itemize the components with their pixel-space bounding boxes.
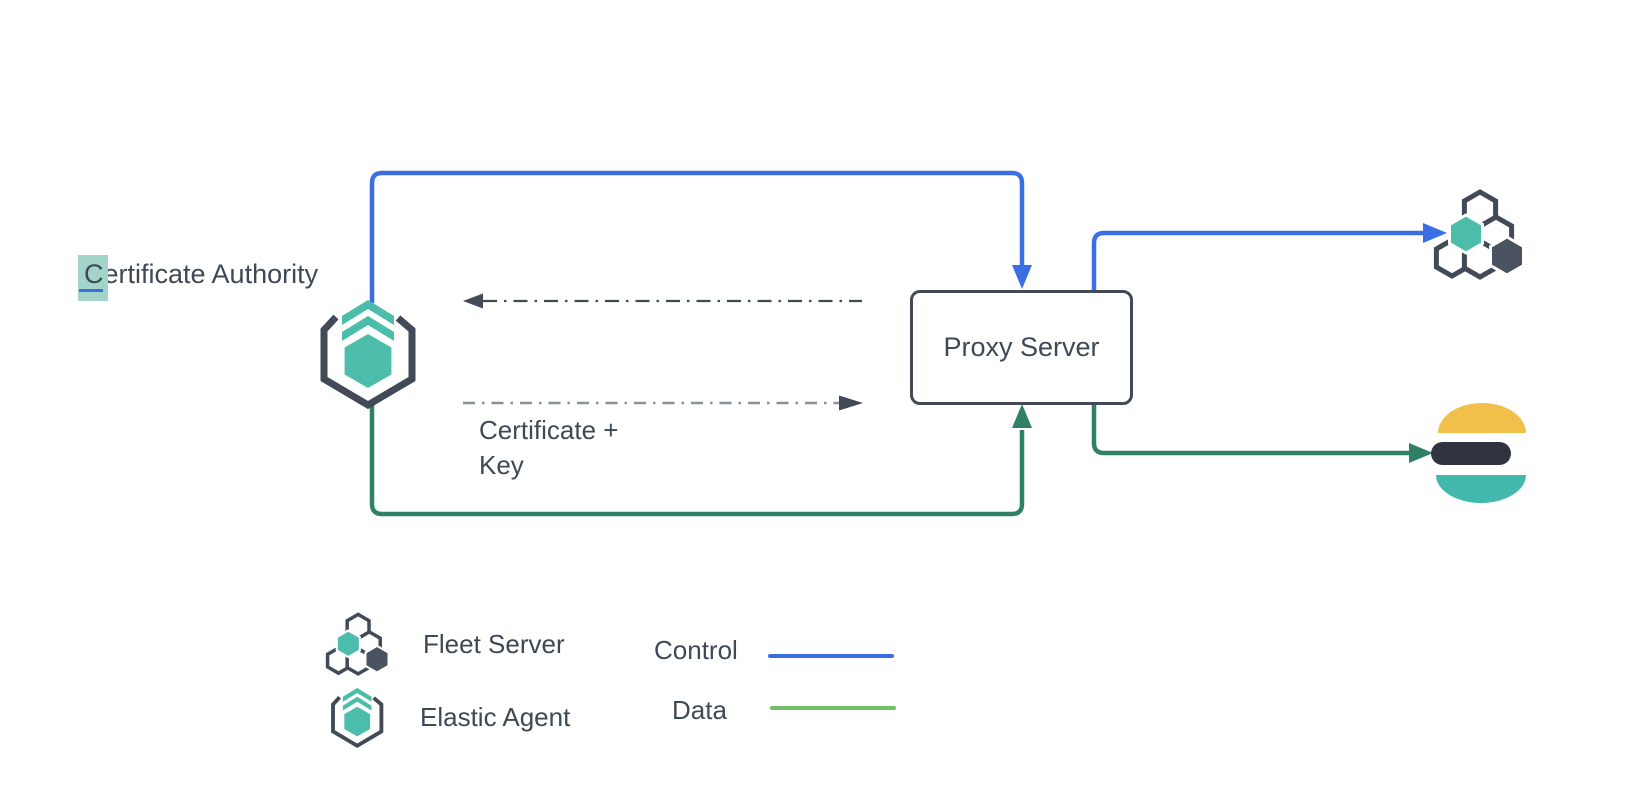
connector-data-proxy-to-elasticsearch[interactable] xyxy=(1091,405,1433,463)
certificate-authority-label[interactable]: Certificate Authority xyxy=(78,255,319,301)
elasticsearch-icon[interactable] xyxy=(1431,403,1526,503)
legend-data-line-swatch[interactable] xyxy=(770,706,896,710)
connector-dashdot-proxy-to-agent[interactable] xyxy=(463,293,862,309)
legend-fleet-server-label[interactable]: Fleet Server xyxy=(423,629,565,659)
legend-data-label[interactable]: Data xyxy=(672,695,727,725)
text-selection-highlight: C xyxy=(78,255,108,301)
elasticsearch-teal-arc xyxy=(1436,475,1526,503)
certificate-key-line1: Certificate + xyxy=(479,415,619,445)
certificate-key-line2: Key xyxy=(479,450,524,480)
certificate-key-label[interactable]: Certificate + Key xyxy=(479,413,618,483)
legend-elastic-agent-icon[interactable] xyxy=(331,686,384,748)
arrowhead-dashdot-left xyxy=(463,293,483,309)
elasticsearch-yellow-arc xyxy=(1438,403,1526,433)
arrowhead-dashdot-right xyxy=(839,395,863,411)
legend-control-label[interactable]: Control xyxy=(654,635,738,665)
arrowhead-data-right xyxy=(1409,443,1433,463)
elasticsearch-dark-bar xyxy=(1431,442,1511,465)
arrowhead-control-down xyxy=(1012,265,1032,289)
connector-data-agent-to-proxy[interactable] xyxy=(369,402,1032,517)
connector-dashdot-agent-to-proxy[interactable] xyxy=(463,395,863,411)
fleet-server-icon[interactable] xyxy=(1436,192,1523,277)
legend-elastic-agent-label[interactable]: Elastic Agent xyxy=(420,702,571,732)
certificate-authority-label-rest: ertificate Authority xyxy=(103,259,319,289)
legend-fleet-server-icon[interactable] xyxy=(325,612,391,676)
arrowhead-control-right xyxy=(1423,223,1447,243)
proxy-server-label: Proxy Server xyxy=(943,332,1100,362)
elastic-agent-icon[interactable] xyxy=(324,300,412,405)
connector-control-proxy-to-fleet[interactable] xyxy=(1091,223,1447,290)
arrowhead-data-up xyxy=(1012,404,1032,428)
proxy-server-box[interactable]: Proxy Server xyxy=(910,290,1133,405)
legend-control-line-swatch[interactable] xyxy=(768,654,894,658)
connector-control-agent-to-proxy[interactable] xyxy=(369,170,1032,303)
